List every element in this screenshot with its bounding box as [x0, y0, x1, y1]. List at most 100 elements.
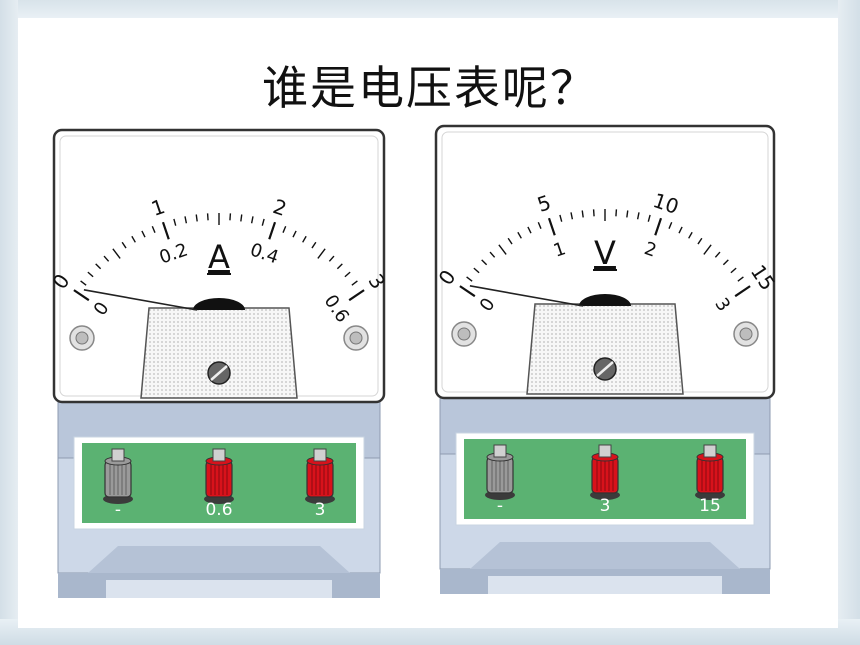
dial-scale	[459, 209, 751, 298]
binding-post-3	[590, 444, 620, 500]
dial-tick	[678, 226, 683, 234]
slide-title: 谁是电压表呢？	[262, 61, 598, 115]
dial-tick	[647, 214, 651, 222]
terminal-label: 3	[315, 500, 326, 520]
terminal-label: 15	[699, 496, 721, 516]
dial-tick	[459, 285, 476, 298]
dial-tick	[668, 221, 673, 229]
binding-post-3	[305, 448, 335, 504]
dial-tick	[121, 241, 127, 249]
terminal-label: 0.6	[205, 500, 232, 520]
dial-tick	[151, 225, 156, 233]
terminal-label: -	[115, 500, 121, 520]
meter-base-foot	[88, 546, 380, 598]
dial-tick	[328, 255, 335, 262]
dial-tick	[626, 210, 629, 218]
dial-tick	[344, 271, 351, 278]
binding-post-0_6	[204, 448, 234, 504]
binding-post-stud	[313, 448, 327, 462]
terminal-label: 3	[600, 496, 611, 516]
dial-tick	[636, 212, 640, 220]
dial-tick	[730, 267, 737, 274]
dial-tick	[481, 259, 488, 266]
binding-post-stud	[111, 448, 125, 462]
dial-tick	[473, 267, 480, 274]
dial-tick	[737, 276, 744, 282]
zero-adjust-slot	[210, 365, 228, 381]
dial-tick	[268, 221, 277, 240]
dial-tick	[527, 226, 532, 234]
dial-tick	[654, 217, 663, 236]
binding-post-stud	[598, 444, 612, 458]
dial-tick	[87, 271, 94, 278]
dial-tick	[261, 218, 265, 226]
face-screw-center	[457, 327, 471, 341]
dial-scale	[73, 213, 365, 302]
dial-tick	[302, 235, 307, 243]
dial-tick	[714, 251, 721, 258]
dial-tick	[103, 255, 110, 262]
dial-tick	[547, 217, 556, 236]
dial-tick	[161, 221, 170, 240]
dial-tick	[317, 248, 326, 259]
terminal-label: -	[497, 496, 503, 516]
dial-tick	[282, 225, 287, 233]
zero-adjust-slot	[596, 361, 614, 377]
dial-tick	[195, 214, 198, 222]
dial-tick	[537, 221, 542, 229]
dial-tick	[250, 216, 254, 224]
dial-tick	[559, 214, 563, 222]
face-screw-center	[75, 331, 89, 345]
face-screw-center	[349, 331, 363, 345]
dial-tick	[311, 241, 317, 249]
dial-tick	[517, 231, 522, 239]
meter-symbol: V	[594, 234, 616, 272]
dial-tick	[498, 244, 507, 255]
binding-post-stud	[212, 448, 226, 462]
dial-tick	[507, 237, 513, 245]
binding-post-15	[695, 444, 725, 500]
dial-tick	[141, 230, 146, 238]
dial-tick	[240, 214, 243, 222]
meter-needle	[469, 285, 584, 307]
meter-base-cutout	[488, 576, 722, 594]
dial-tick	[292, 230, 297, 238]
dial-tick	[184, 216, 188, 224]
dial-tick	[348, 289, 365, 302]
meter-symbol: A	[208, 238, 230, 276]
dial-tick	[173, 218, 177, 226]
binding-post-stud	[703, 444, 717, 458]
binding-post-stud	[493, 444, 507, 458]
dial-tick	[466, 276, 473, 282]
slide-border-right	[838, 0, 860, 645]
dial-tick	[697, 237, 703, 245]
dial-tick	[688, 231, 693, 239]
binding-post-negative	[485, 444, 515, 500]
dial-tick	[80, 280, 87, 286]
dial-tick	[336, 263, 343, 270]
dial-tick	[722, 259, 729, 266]
dial-tick	[95, 263, 102, 270]
dial-tick	[112, 248, 121, 259]
needle-pivot-cover	[579, 294, 631, 306]
dial-tick	[734, 285, 751, 298]
needle-pivot-cover	[193, 298, 245, 310]
dial-tick	[131, 235, 136, 243]
dial-tick	[570, 212, 574, 220]
meter-base-cutout	[106, 580, 332, 598]
dial-tick	[489, 251, 496, 258]
dial-tick	[703, 244, 712, 255]
dial-tick	[73, 289, 90, 302]
meter-needle	[83, 289, 198, 311]
dial-tick	[351, 280, 358, 286]
meter-base-foot	[470, 542, 770, 594]
slide-border-left	[0, 0, 18, 645]
slide-border-top	[0, 0, 860, 18]
binding-post-negative	[103, 448, 133, 504]
face-screw-center	[739, 327, 753, 341]
dial-tick	[581, 210, 584, 218]
